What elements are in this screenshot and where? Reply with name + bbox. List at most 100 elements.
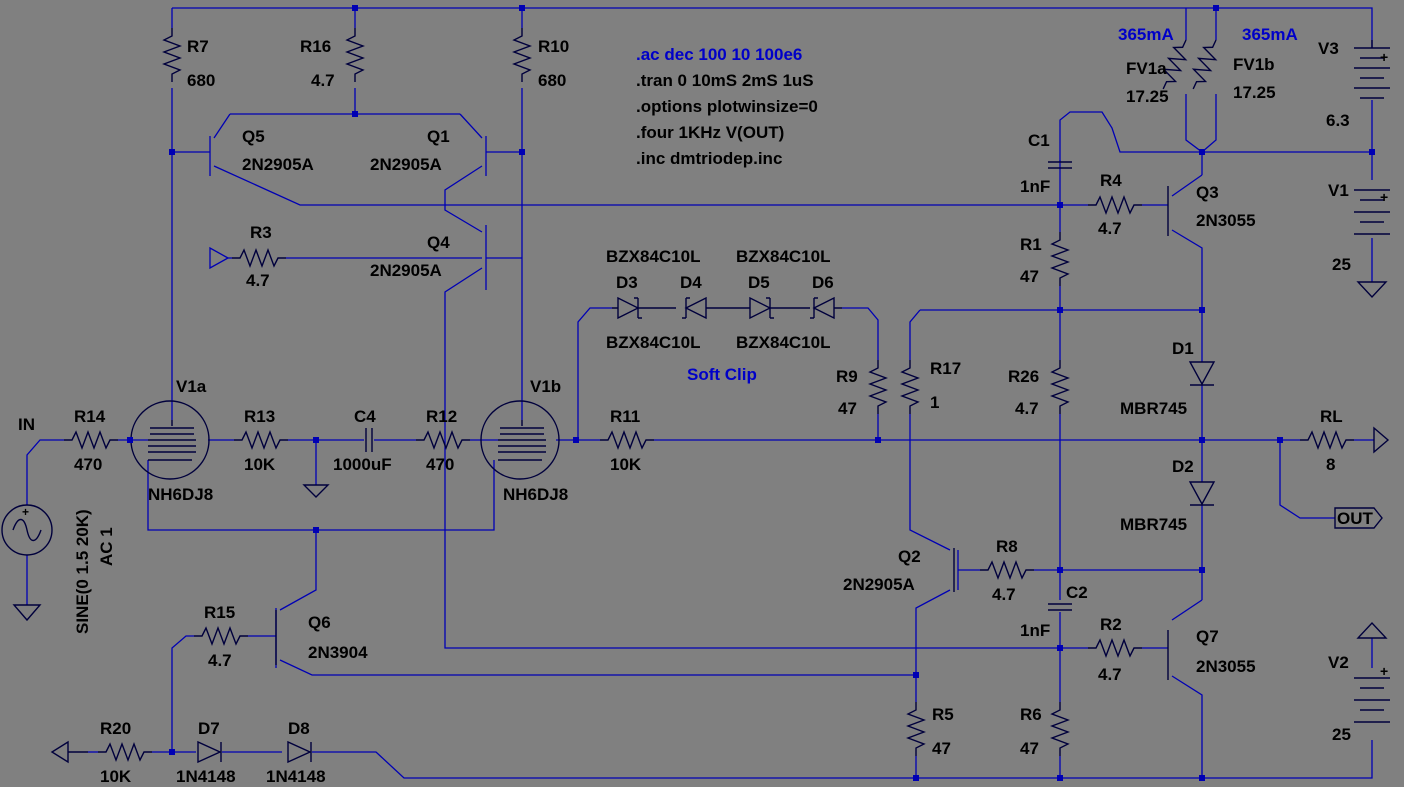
label-d2-ref: D2 [1172, 457, 1194, 476]
resistor-r3 [231, 249, 287, 267]
svg-text:+: + [1380, 189, 1388, 205]
resistor-r12 [415, 431, 471, 449]
label-q4-value: 2N2905A [370, 261, 442, 280]
port-arrow-rl [1373, 426, 1390, 454]
label-rl-value: 8 [1326, 455, 1335, 474]
resistor-r13 [233, 431, 289, 449]
label-r14-ref: R14 [74, 407, 106, 426]
label-c1-ref: C1 [1028, 131, 1050, 150]
label-r11-ref: R11 [610, 407, 640, 426]
resistor-r26 [1051, 359, 1069, 415]
label-q2-value: 2N2905A [843, 575, 915, 594]
label-r16-value: 4.7 [311, 71, 335, 90]
label-d2-value: MBR745 [1120, 515, 1187, 534]
label-current-fv1b: 365mA [1242, 25, 1298, 44]
label-r4-ref: R4 [1100, 171, 1122, 190]
sine-source [1, 504, 53, 556]
label-q3-ref: Q3 [1196, 183, 1219, 202]
label-rl-ref: RL [1320, 407, 1343, 426]
capacitor-c4 [365, 428, 373, 452]
label-d4-value: BZX84C10L [606, 333, 700, 352]
ground-symbols [12, 281, 1388, 639]
label-d1-value: MBR745 [1120, 399, 1187, 418]
label-r3-value: 4.7 [246, 271, 270, 290]
label-fv1a-ref: FV1a [1126, 59, 1167, 78]
resistor-r11 [599, 431, 655, 449]
resistor-r9 [869, 359, 887, 415]
label-v2-value: 25 [1332, 725, 1351, 744]
svg-text:+: + [22, 505, 29, 519]
label-q2-ref: Q2 [898, 547, 921, 566]
diode-d2 [1188, 481, 1216, 506]
resistor-r14 [63, 431, 119, 449]
label-r12-ref: R12 [426, 407, 457, 426]
label-c2-value: 1nF [1020, 621, 1050, 640]
label-r4-value: 4.7 [1098, 219, 1122, 238]
label-r13-value: 10K [244, 455, 276, 474]
capacitor-c1 [1048, 161, 1072, 169]
label-r9-value: 47 [838, 399, 857, 418]
label-v2-ref: V2 [1328, 653, 1349, 672]
zener-d5 [748, 296, 810, 320]
label-r8-value: 4.7 [992, 585, 1016, 604]
label-v3-ref: V3 [1318, 39, 1339, 58]
label-r20-value: 10K [100, 767, 132, 786]
resistor-r8 [979, 561, 1035, 579]
label-d3-value: BZX84C10L [606, 247, 700, 266]
label-v1b-ref: V1b [530, 377, 561, 396]
label-out: OUT [1337, 509, 1374, 528]
label-r6-ref: R6 [1020, 705, 1042, 724]
label-source-sine: SINE(0 1.5 20K) [73, 509, 92, 634]
label-r13-ref: R13 [244, 407, 275, 426]
diode-d7 [197, 740, 222, 764]
label-d5-ref: D5 [748, 273, 770, 292]
label-v1-ref: V1 [1328, 181, 1349, 200]
label-r15-value: 4.7 [208, 651, 232, 670]
label-r26-ref: R26 [1008, 367, 1039, 386]
svg-text:+: + [1380, 663, 1388, 679]
label-q3-value: 2N3055 [1196, 211, 1256, 230]
resistor-r1 [1051, 231, 1069, 287]
battery-v2 [1354, 677, 1390, 723]
label-d8-ref: D8 [288, 719, 310, 738]
label-r9-ref: R9 [836, 367, 858, 386]
resistor-r4 [1087, 196, 1143, 214]
label-v1a-ref: V1a [176, 377, 207, 396]
label-d8-value: 1N4148 [266, 767, 326, 786]
tube-v1b [480, 400, 560, 480]
label-c1-value: 1nF [1020, 177, 1050, 196]
label-r7-ref: R7 [187, 37, 209, 56]
label-input: IN [18, 415, 35, 434]
resistor-r10 [513, 27, 531, 83]
label-r11-value: 10K [610, 455, 642, 474]
resistor-r7 [163, 27, 181, 83]
label-r2-value: 4.7 [1098, 665, 1122, 684]
resistor-r6 [1051, 701, 1069, 757]
label-r8-ref: R8 [996, 537, 1018, 556]
label-q5-value: 2N2905A [242, 155, 314, 174]
label-r14-value: 470 [74, 455, 102, 474]
transistors [275, 186, 1169, 680]
directive-ac: .ac dec 100 10 100e6 [636, 45, 802, 64]
resistor-r15 [193, 627, 249, 645]
label-q1-ref: Q1 [427, 127, 450, 146]
label-r5-value: 47 [932, 739, 951, 758]
label-c4-value: 1000uF [333, 455, 392, 474]
label-c4-ref: C4 [354, 407, 376, 426]
resistor-r20 [97, 743, 153, 761]
label-r17-ref: R17 [930, 359, 961, 378]
directive-options: .options plotwinsize=0 [636, 97, 818, 116]
label-r3-ref: R3 [250, 223, 272, 242]
resistor-r2 [1087, 639, 1143, 657]
resistor-r16 [346, 27, 364, 83]
label-fv1b-ref: FV1b [1233, 55, 1275, 74]
label-v1-value: 25 [1332, 255, 1351, 274]
label-q6-value: 2N3904 [308, 643, 368, 662]
label-d3-ref: D3 [616, 273, 638, 292]
wires [26, 7, 1374, 779]
directive-four: .four 1KHz V(OUT) [636, 123, 784, 142]
label-r5-ref: R5 [932, 705, 954, 724]
label-d6-ref: D6 [812, 273, 834, 292]
